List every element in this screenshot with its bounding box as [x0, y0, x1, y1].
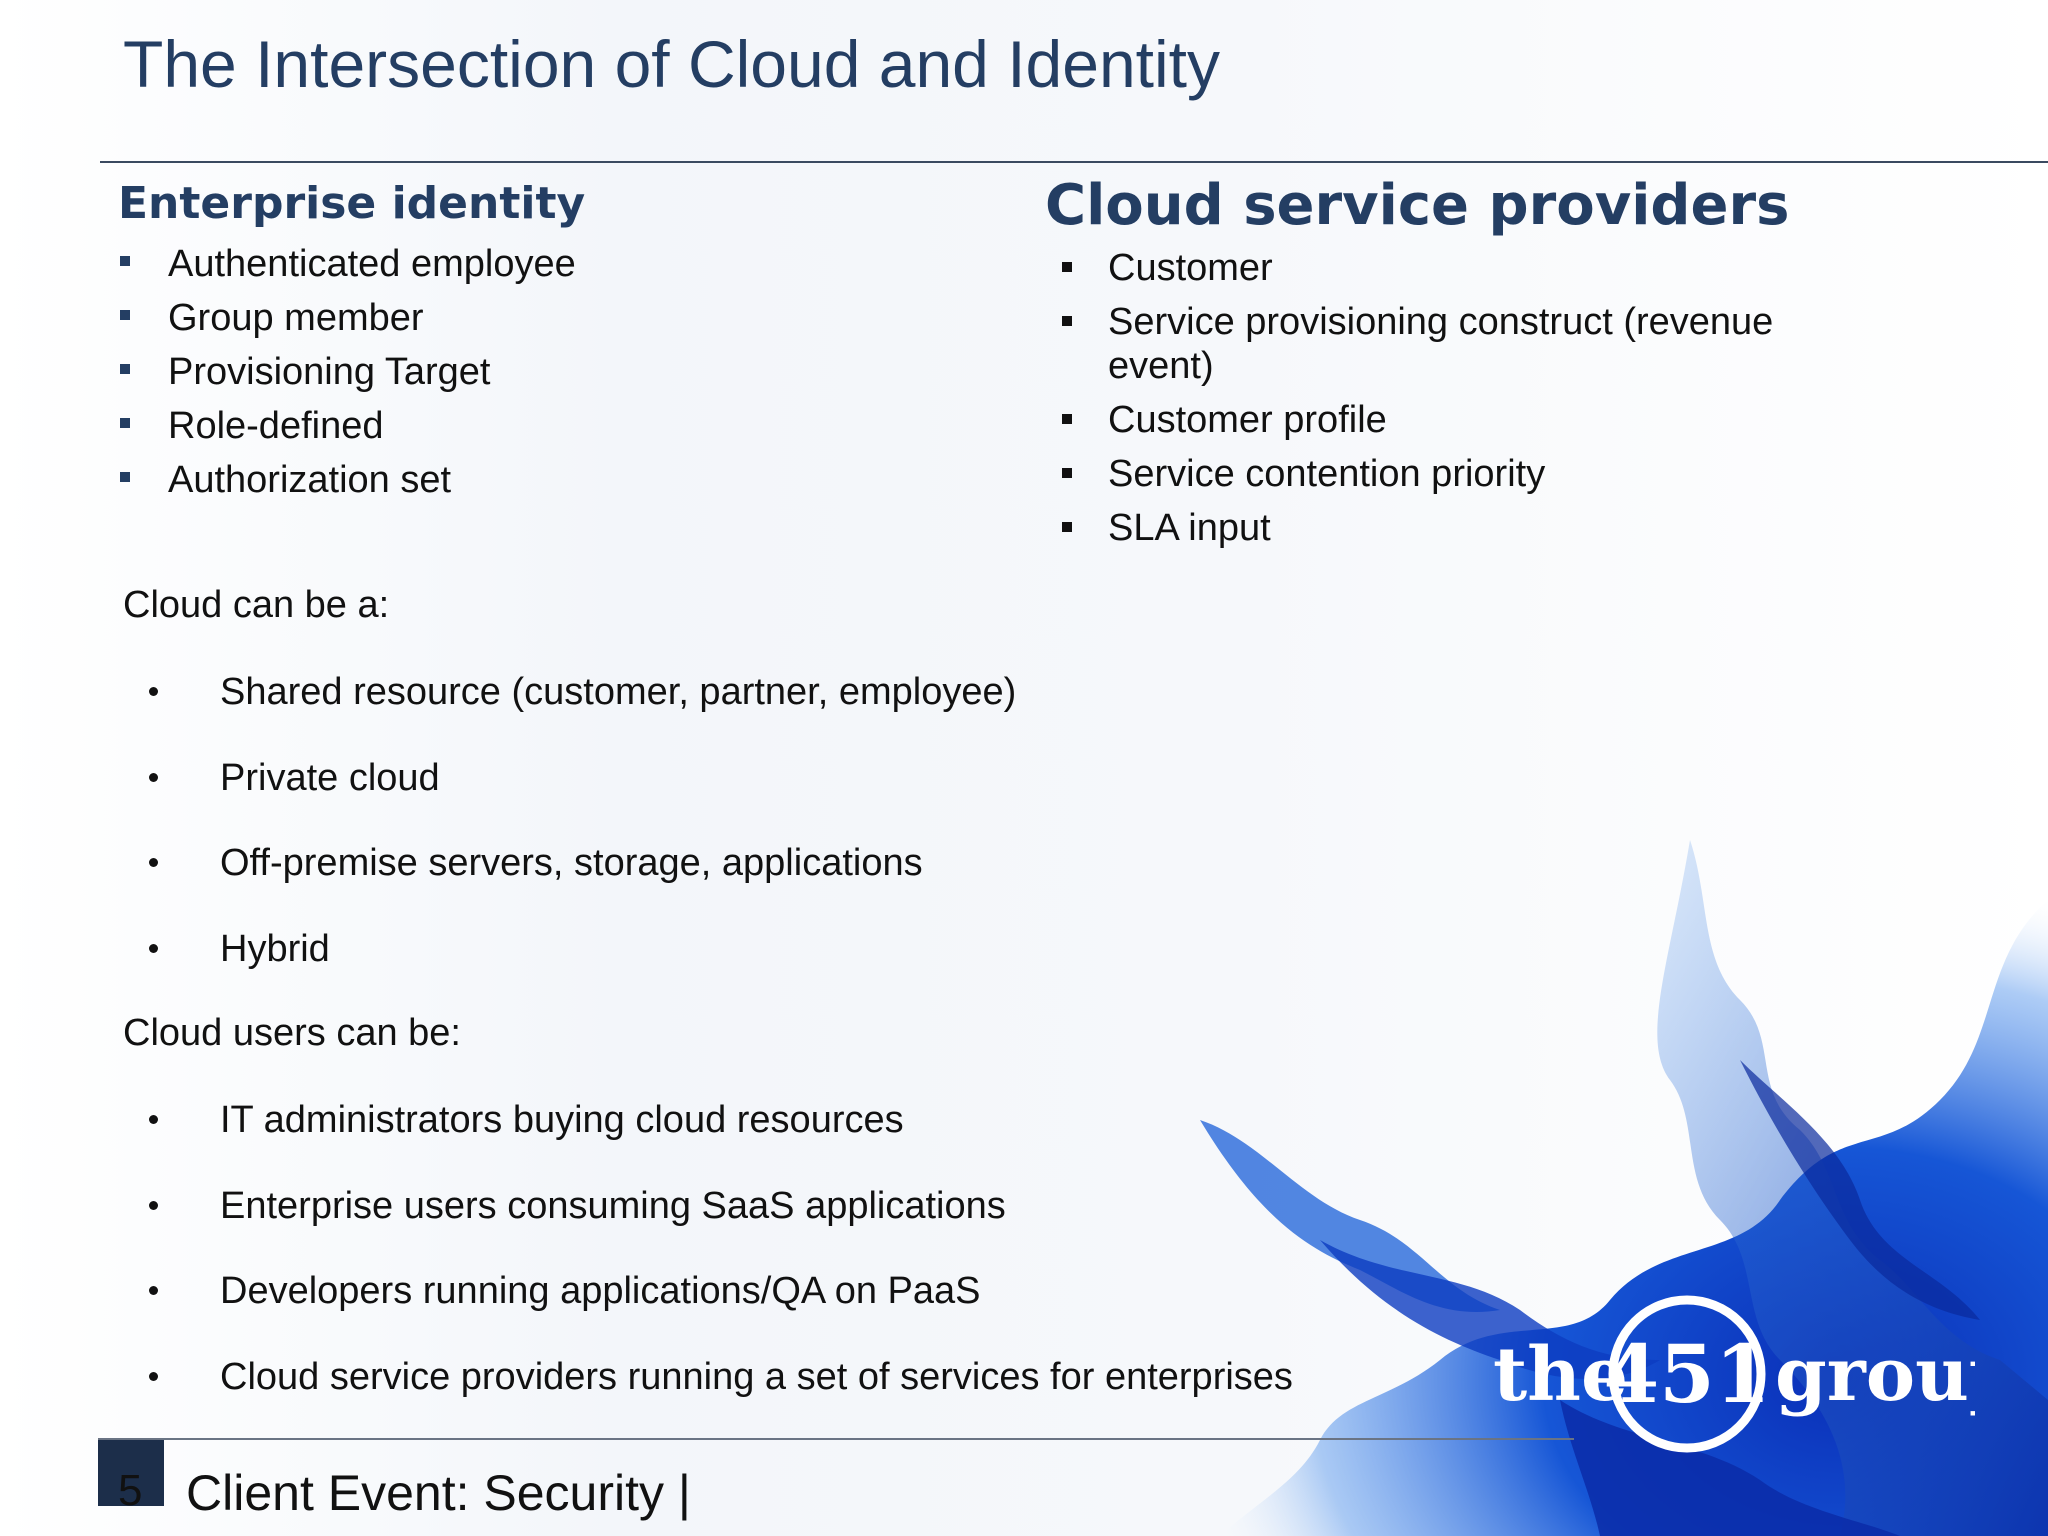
logo-number-text: 451 [1604, 1327, 1771, 1421]
square-bullet-icon [1062, 414, 1072, 424]
list-item: Developers running applications/QA on Pa… [123, 1269, 1423, 1355]
title-divider [100, 161, 2048, 163]
list-item-text: Enterprise users consuming SaaS applicat… [220, 1184, 1006, 1227]
page-number: 5 [118, 1466, 143, 1515]
list-item-text: Provisioning Target [168, 351, 491, 393]
square-bullet-icon [1062, 316, 1072, 326]
square-bullet-icon [120, 256, 130, 266]
footer-divider [98, 1438, 1574, 1440]
cloud-service-providers-heading: Cloud service providers [1045, 173, 1790, 238]
list-item-text: Developers running applications/QA on Pa… [220, 1270, 981, 1312]
slide-title: The Intersection of Cloud and Identity [123, 27, 1220, 101]
list-item-text: Authenticated employee [168, 243, 576, 285]
square-bullet-icon [1062, 522, 1072, 532]
list-item-text: Role-defined [168, 405, 384, 447]
round-bullet-icon [149, 772, 158, 782]
list-item-text: Hybrid [220, 927, 330, 970]
the-451-group-logo: the 451 group [1493, 1295, 1975, 1453]
list-item: IT administrators buying cloud resources [123, 1098, 1423, 1184]
list-item: Group member [118, 294, 1018, 348]
cloud-can-be-list: Shared resource (customer, partner, empl… [123, 670, 1423, 1012]
list-item-text: Service contention priority [1108, 453, 1546, 495]
list-item: Cloud service providers running a set of… [123, 1355, 1423, 1441]
footer-event-text: Client Event: Security | [186, 1465, 691, 1521]
list-item-text: Shared resource (customer, partner, empl… [220, 671, 1017, 713]
cloud-service-providers-list: Customer Service provisioning construct … [1058, 246, 1878, 560]
round-bullet-icon [149, 1371, 158, 1381]
list-item: Customer [1058, 246, 1878, 290]
list-item: Service contention priority [1058, 452, 1878, 496]
square-bullet-icon [120, 418, 130, 428]
list-item: Shared resource (customer, partner, empl… [123, 670, 1423, 756]
enterprise-identity-list: Authenticated employee Group member Prov… [118, 240, 1018, 510]
list-item-text: Cloud service providers running a set of… [220, 1355, 1293, 1398]
list-item-text: SLA input [1108, 507, 1271, 549]
list-item: SLA input [1058, 506, 1878, 550]
square-bullet-icon [120, 310, 130, 320]
list-item: Authorization set [118, 456, 1018, 510]
list-item: Service provisioning construct (revenue … [1058, 300, 1878, 388]
list-item-text: Authorization set [168, 459, 452, 501]
list-item: Role-defined [118, 402, 1018, 456]
list-item: Authenticated employee [118, 240, 1018, 294]
cloud-users-label: Cloud users can be: [123, 1012, 461, 1054]
round-bullet-icon [149, 1200, 158, 1210]
round-bullet-icon [149, 1286, 158, 1295]
list-item-text: Customer [1108, 247, 1273, 289]
list-item-text: Group member [168, 297, 424, 339]
square-bullet-icon [120, 364, 130, 374]
square-bullet-icon [1062, 262, 1072, 272]
list-item: Customer profile [1058, 398, 1878, 442]
list-item: Off-premise servers, storage, applicatio… [123, 841, 1423, 927]
round-bullet-icon [149, 687, 158, 696]
page-number-box [98, 1440, 164, 1506]
logo-prefix-text: the [1493, 1332, 1628, 1418]
square-bullet-icon [120, 472, 130, 482]
list-item: Provisioning Target [118, 348, 1018, 402]
list-item-text: Service provisioning construct (revenue … [1108, 301, 1774, 387]
enterprise-identity-heading: Enterprise identity [118, 178, 586, 229]
blue-smoke-graphic [1200, 840, 2048, 1536]
list-item: Private cloud [123, 756, 1423, 842]
round-bullet-icon [149, 1115, 158, 1124]
square-bullet-icon [1062, 468, 1072, 478]
list-item-text: Private cloud [220, 756, 440, 799]
list-item: Hybrid [123, 927, 1423, 1013]
list-item-text: Off-premise servers, storage, applicatio… [220, 842, 923, 884]
round-bullet-icon [149, 943, 158, 953]
list-item: Enterprise users consuming SaaS applicat… [123, 1184, 1423, 1270]
round-bullet-icon [149, 858, 158, 867]
logo-suffix-text: group [1775, 1332, 1975, 1418]
cloud-users-list: IT administrators buying cloud resources… [123, 1098, 1423, 1440]
cloud-can-be-label: Cloud can be a: [123, 584, 390, 626]
list-item-text: IT administrators buying cloud resources [220, 1099, 904, 1141]
list-item-text: Customer profile [1108, 399, 1387, 441]
